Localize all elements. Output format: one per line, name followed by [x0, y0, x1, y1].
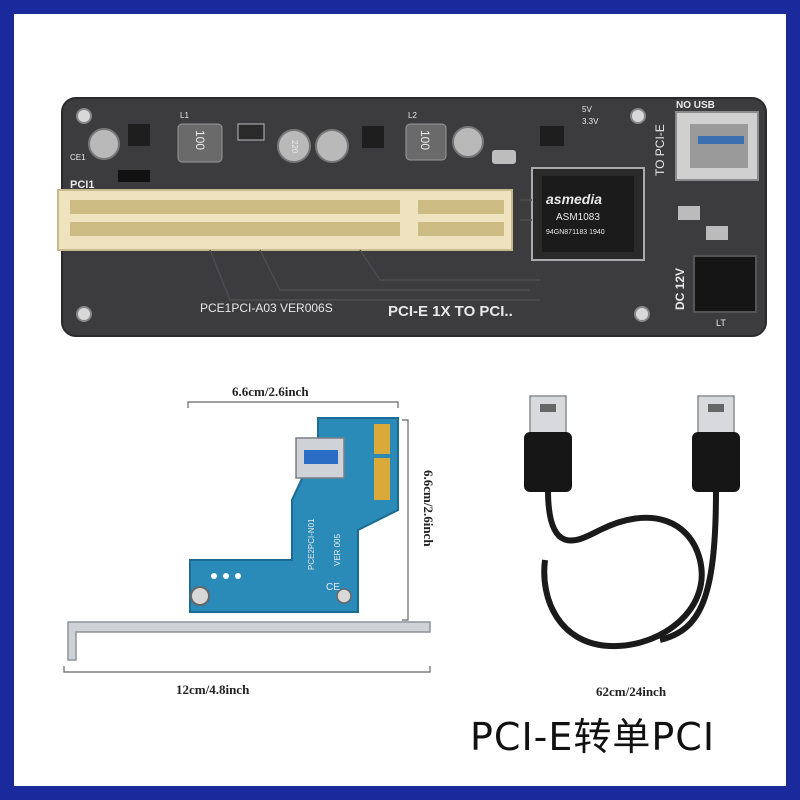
usb-plug-right — [692, 395, 740, 492]
dc-12v-connector — [693, 255, 757, 313]
dimension-line-bottom — [63, 666, 431, 673]
capacitor-value-label: 220 — [290, 140, 299, 154]
riser-model-label: PCE1PCI-A03 VER006S — [200, 301, 333, 315]
adapter-pcb — [189, 417, 399, 613]
chip-model-label: ASM1083 — [556, 212, 600, 223]
ce-mark: CE — [326, 582, 340, 593]
v33-label: 3.3V — [582, 117, 599, 126]
riser-title-label: PCI-E 1X TO PCI.. — [388, 303, 513, 320]
crystal — [492, 150, 516, 164]
inductor — [405, 123, 447, 161]
adapter-version-label: VER 005 — [333, 533, 342, 566]
adapter-width-label: 6.6cm/2.6inch — [232, 384, 309, 399]
lt-label: LT — [716, 318, 726, 328]
no-usb-label: NO USB — [676, 100, 715, 111]
chip-brand-label: asmedia — [546, 191, 602, 207]
capacitor — [452, 126, 484, 158]
mounting-hole — [76, 306, 92, 322]
mounting-hole — [634, 306, 650, 322]
product-caption: PCI-E转单PCI — [470, 715, 716, 759]
usb-cable: 62cm/24inch — [524, 395, 740, 699]
usb-port — [675, 111, 759, 181]
diode — [237, 123, 265, 141]
adapter-height-label: 6.6cm/2.6inch — [421, 470, 436, 547]
chip-code-label: 94GN871183 1940 — [546, 229, 605, 236]
cable-length-label: 62cm/24inch — [596, 684, 667, 699]
pcb-traces — [209, 199, 540, 301]
v5-label: 5V — [582, 105, 592, 114]
via — [223, 573, 229, 579]
regulator-chip — [540, 126, 564, 146]
capacitor — [315, 129, 349, 163]
bracket-length-label: 12cm/4.8inch — [176, 682, 250, 697]
pci-slot-label: PCI1 — [70, 179, 94, 191]
regulator-chip — [362, 126, 384, 148]
dimension-line-right — [402, 419, 409, 621]
mounting-hole — [630, 108, 646, 124]
adapter-card: 6.6cm/2.6inch 6.6cm/2.6inch 12cm/4.8inch… — [63, 384, 436, 697]
riser-board: PCI1 PCE1PCI-A03 VER006S PCI-E 1X TO PCI… — [57, 97, 767, 337]
l1-label: L1 — [180, 111, 189, 120]
inductor-value-label: 100 — [418, 130, 432, 150]
pci-slot — [57, 189, 513, 251]
metal-bracket — [67, 621, 431, 661]
via — [211, 573, 217, 579]
via — [235, 573, 241, 579]
capacitor — [88, 128, 120, 160]
inductor-value-label: 100 — [193, 130, 207, 150]
pcie-gold-fingers — [374, 424, 390, 500]
l2-label: L2 — [408, 111, 417, 120]
cable-wire — [541, 489, 705, 650]
asmedia-chip — [531, 167, 645, 261]
usb-plug-left — [524, 395, 572, 492]
regulator-chip — [128, 124, 150, 146]
inductor — [177, 123, 223, 163]
adapter-model-label: PCE2PCI-N01 — [307, 518, 316, 570]
dc-12v-label: DC 12V — [673, 268, 687, 310]
cable-wire — [659, 489, 719, 643]
ce1-label: CE1 — [70, 153, 86, 162]
capacitor — [277, 129, 311, 163]
connector-header — [118, 170, 150, 182]
screw — [190, 586, 210, 606]
fuse — [678, 206, 700, 220]
mounting-hole — [76, 108, 92, 124]
mounting-hole — [336, 588, 352, 604]
dimension-line-top — [187, 401, 399, 408]
to-pcie-label: TO PCI-E — [653, 124, 667, 176]
fuse — [706, 226, 728, 240]
usb-3-port-tongue — [304, 450, 338, 464]
